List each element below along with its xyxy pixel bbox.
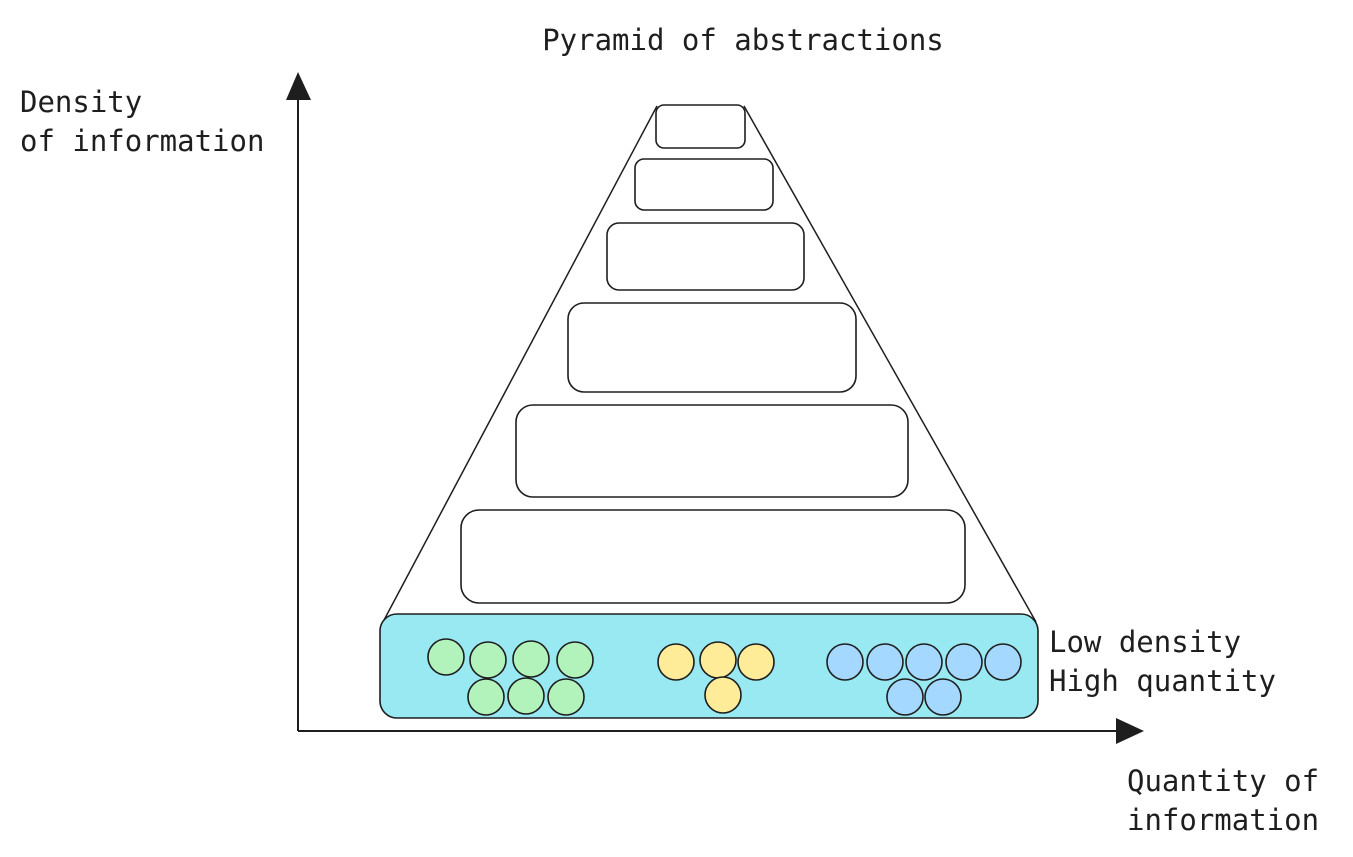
pyramid-level-4: [606, 222, 805, 291]
yellow-group: [657, 641, 775, 714]
blue-circle: [945, 643, 983, 681]
blue-circle: [866, 643, 904, 681]
base-circles: [427, 638, 1022, 716]
blue-circle: [924, 678, 962, 716]
pyramid-level-2: [515, 404, 909, 498]
blue-group: [826, 643, 1022, 716]
blue-circle: [886, 678, 924, 716]
blue-circle: [984, 643, 1022, 681]
yellow-circle: [657, 643, 695, 681]
pyramid-level-3: [567, 302, 857, 393]
green-circle: [469, 641, 507, 679]
y-axis: [286, 72, 311, 731]
base-label-line-1: Low density: [1049, 625, 1241, 659]
blue-circle: [905, 643, 943, 681]
pyramid-outline: [382, 105, 1037, 623]
yellow-circle: [737, 643, 775, 681]
green-circle: [467, 678, 505, 716]
y-axis-label-line-2: of information: [20, 124, 264, 158]
pyramid-levels: [460, 104, 966, 604]
x-axis-label-line-1: Quantity of: [1127, 764, 1319, 798]
y-axis-label-line-1: Density: [20, 85, 142, 119]
green-circle: [507, 677, 545, 715]
diagram-title: Pyramid of abstractions: [542, 23, 944, 57]
x-axis: [298, 718, 1144, 744]
green-circle: [556, 641, 594, 679]
y-axis-arrow-icon: [286, 72, 311, 100]
green-circle: [547, 678, 585, 716]
yellow-circle: [704, 676, 742, 714]
green-circle: [427, 638, 465, 676]
blue-circle: [826, 643, 864, 681]
green-circle: [512, 640, 550, 678]
pyramid-level-5: [634, 158, 774, 211]
x-axis-arrow-icon: [1116, 718, 1144, 744]
pyramid-level-6: [655, 104, 746, 149]
x-axis-label-line-2: information: [1127, 803, 1319, 837]
base-label-line-2: High quantity: [1049, 664, 1276, 698]
yellow-circle: [699, 641, 737, 679]
green-group: [427, 638, 594, 716]
pyramid-level-1: [460, 509, 966, 604]
